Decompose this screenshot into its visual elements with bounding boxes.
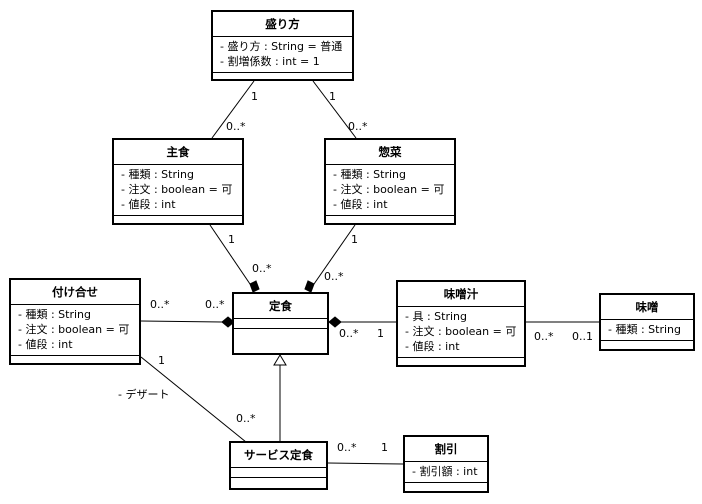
multiplicity-label: 0..* <box>348 120 368 133</box>
class-operations <box>398 358 524 366</box>
class-attribute: - 割引額 : int <box>412 465 478 478</box>
class-attribute: - 種類 : String <box>121 168 194 181</box>
class-attribute: - 種類 : String <box>608 323 681 336</box>
class-name: 味噌汁 <box>398 282 524 307</box>
class-attribute: - 盛り方 : String = 普通 <box>220 40 343 53</box>
class-name: サービス定食 <box>231 443 326 468</box>
class-operations <box>114 216 242 224</box>
composition-line-souzai-teishoku <box>313 224 356 285</box>
composition-line-tsukeawase-teishoku <box>140 320 223 323</box>
multiplicity-label: 0..* <box>337 441 357 454</box>
multiplicity-label: 1 <box>329 90 336 103</box>
multiplicity-label: 0..* <box>226 120 246 133</box>
multiplicity-label: 1 <box>351 233 358 246</box>
association-line-morikata-shushoku <box>211 80 255 139</box>
class-attribute: - 値段 : int <box>333 198 388 211</box>
class-name: 割引 <box>405 437 487 462</box>
class-operations <box>231 478 326 486</box>
class-attributes: - 盛り方 : String = 普通 - 割増係数 : int = 1 <box>213 37 352 73</box>
class-operations <box>405 483 487 491</box>
association-line-morikata-souzai <box>312 80 357 139</box>
class-attribute: - 値段 : int <box>121 198 176 211</box>
class-attributes <box>234 319 327 329</box>
class-attribute: - 注文 : boolean = 可 <box>18 323 130 336</box>
role-label: - デザート <box>118 388 170 401</box>
class-attribute: - 注文 : boolean = 可 <box>405 325 517 338</box>
multiplicity-label: 1 <box>228 233 235 246</box>
class-attributes: - 種類 : String - 注文 : boolean = 可 - 値段 : … <box>11 305 139 356</box>
class-waribiki: 割引 - 割引額 : int <box>403 435 489 493</box>
class-attributes: - 種類 : String - 注文 : boolean = 可 - 値段 : … <box>114 165 242 216</box>
multiplicity-label: 1 <box>158 354 165 367</box>
class-tsukeawase: 付け合せ - 種類 : String - 注文 : boolean = 可 - … <box>9 278 141 365</box>
class-name: 惣菜 <box>326 140 454 165</box>
class-name: 味噌 <box>601 295 693 320</box>
class-name: 付け合せ <box>11 280 139 305</box>
class-operations <box>601 341 693 349</box>
generalization-arrowhead <box>273 354 287 366</box>
composition-line-shushoku-teishoku <box>209 224 251 285</box>
class-attribute: - 種類 : String <box>18 308 91 321</box>
class-attribute: - 注文 : boolean = 可 <box>333 183 445 196</box>
class-name: 盛り方 <box>213 12 352 37</box>
multiplicity-label: 0..* <box>252 262 272 275</box>
class-attributes: - 具 : String - 注文 : boolean = 可 - 値段 : i… <box>398 307 524 358</box>
class-operations <box>11 356 139 364</box>
class-miso: 味噌 - 種類 : String <box>599 293 695 351</box>
composition-diamond-souzai <box>304 280 315 293</box>
class-souzai: 惣菜 - 種類 : String - 注文 : boolean = 可 - 値段… <box>324 138 456 225</box>
multiplicity-label: 1 <box>251 90 258 103</box>
class-attributes: - 割引額 : int <box>405 462 487 483</box>
class-attributes <box>231 468 326 478</box>
class-attribute: - 注文 : boolean = 可 <box>121 183 233 196</box>
class-attributes: - 種類 : String - 注文 : boolean = 可 - 値段 : … <box>326 165 454 216</box>
class-attribute: - 具 : String <box>405 310 467 323</box>
class-attribute: - 種類 : String <box>333 168 406 181</box>
multiplicity-label: 0..* <box>324 270 344 283</box>
multiplicity-label: 0..* <box>236 412 256 425</box>
multiplicity-label: 1 <box>377 327 384 340</box>
class-operations <box>326 216 454 224</box>
multiplicity-label: 0..* <box>150 298 170 311</box>
multiplicity-label: 0..* <box>205 298 225 311</box>
multiplicity-label: 0..1 <box>572 330 593 343</box>
class-attribute: - 割増係数 : int = 1 <box>220 55 320 68</box>
association-line-service-waribiki <box>327 462 404 465</box>
composition-diamond-misoshiru <box>328 316 342 328</box>
class-operations <box>234 329 327 337</box>
class-name: 主食 <box>114 140 242 165</box>
class-service-teishoku: サービス定食 <box>229 441 328 490</box>
class-attributes: - 種類 : String <box>601 320 693 341</box>
multiplicity-label: 0..* <box>534 330 554 343</box>
class-operations <box>213 73 352 81</box>
class-teishoku: 定食 <box>232 292 329 355</box>
multiplicity-label: 0..* <box>339 327 359 340</box>
multiplicity-label: 1 <box>381 441 388 454</box>
class-shushoku: 主食 - 種類 : String - 注文 : boolean = 可 - 値段… <box>112 138 244 225</box>
class-morikata: 盛り方 - 盛り方 : String = 普通 - 割増係数 : int = 1 <box>211 10 354 81</box>
class-name: 定食 <box>234 294 327 319</box>
class-attribute: - 値段 : int <box>405 340 460 353</box>
association-line-tsukeawase-service <box>140 356 247 443</box>
composition-diamond-shushoku <box>249 280 260 293</box>
class-attribute: - 値段 : int <box>18 338 73 351</box>
class-misoshiru: 味噌汁 - 具 : String - 注文 : boolean = 可 - 値段… <box>396 280 526 367</box>
